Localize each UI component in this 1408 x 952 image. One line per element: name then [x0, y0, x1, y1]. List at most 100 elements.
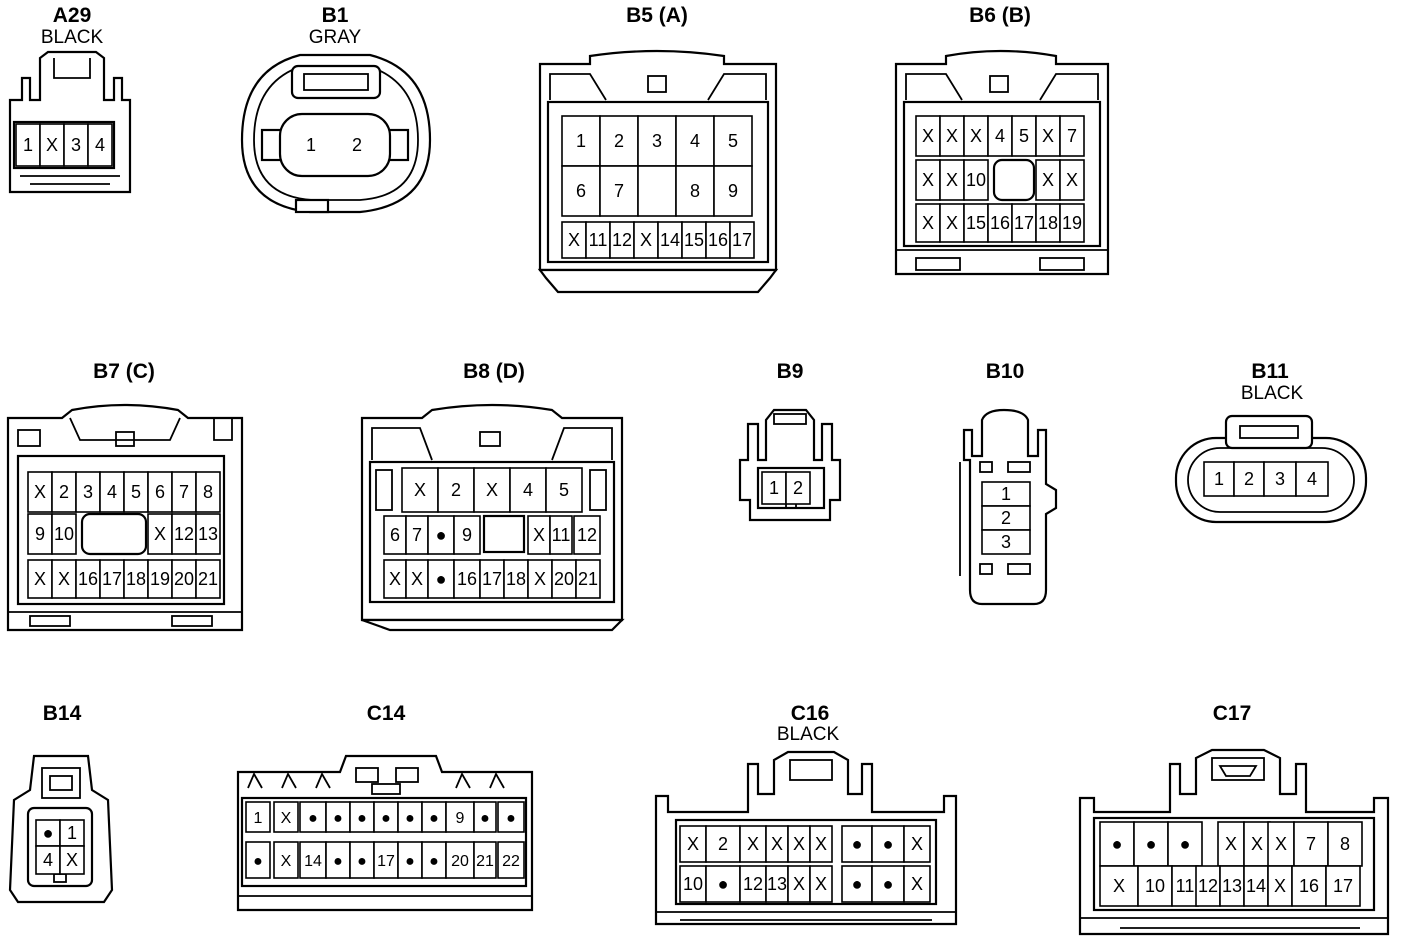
pin-label: X [533, 525, 545, 545]
pin-cell [325, 801, 351, 833]
pin-label: X [389, 569, 401, 589]
pin-label: ● [852, 834, 863, 854]
pin-label: 2 [614, 131, 624, 151]
connector-b10-name: B10 [986, 360, 1025, 383]
pin-label: X [568, 230, 580, 250]
pin-cell [509, 467, 547, 513]
pin-label: 13 [198, 524, 218, 544]
pin-label: 17 [102, 569, 122, 589]
pin-label: 3 [1001, 532, 1011, 552]
pin-label: X [970, 126, 982, 146]
pin-label: X [922, 170, 934, 190]
pin-label: ● [308, 810, 318, 827]
pin-cell [473, 801, 497, 833]
pin-cell [573, 515, 601, 555]
connector-b6-name: B6 (B) [969, 4, 1031, 27]
pin-label: X [922, 126, 934, 146]
pin-cell [273, 841, 299, 879]
pin-cell [841, 825, 873, 863]
pin-cell [171, 471, 197, 513]
pin-cell [1295, 461, 1329, 497]
pin-label: 21 [476, 853, 494, 870]
pin-label: X [793, 834, 805, 854]
pin-label: 4 [95, 135, 105, 155]
pin-label: ● [436, 525, 447, 545]
pin-label: X [640, 230, 652, 250]
pin-label: 14 [304, 853, 322, 870]
pin-label: 3 [1275, 469, 1285, 489]
pin-label: ● [429, 810, 439, 827]
pin-cell [809, 865, 833, 903]
pin-label: X [911, 874, 923, 894]
pin-label: 18 [1038, 213, 1058, 233]
pin-cell [633, 221, 659, 259]
pin-label: 13 [1222, 876, 1242, 896]
pin-cell [729, 221, 755, 259]
connector-b11-color: BLACK [1241, 383, 1304, 404]
pin-label: 4 [995, 126, 1005, 146]
connector-b7-name: B7 (C) [93, 360, 155, 383]
pin-label: X [1113, 876, 1125, 896]
pin-label: 20 [174, 569, 194, 589]
pin-cell [75, 559, 101, 599]
pin-label: 18 [506, 569, 526, 589]
pin-label: X [58, 569, 70, 589]
pin-label: ● [480, 810, 490, 827]
pin-cell [981, 505, 1031, 531]
pin-label: ● [429, 853, 439, 870]
pin-cell [171, 559, 197, 599]
pin-cell [1171, 865, 1199, 907]
pin-label: X [1042, 126, 1054, 146]
pin-label: 11 [552, 525, 571, 545]
pin-label: X [66, 850, 78, 870]
pin-cell [473, 467, 511, 513]
pin-cell [1267, 865, 1293, 907]
pin-label: 3 [71, 135, 81, 155]
pin-label: 16 [78, 569, 98, 589]
pin-cell [15, 123, 41, 167]
pin-label: 14 [1246, 876, 1266, 896]
pin-label: 9 [456, 810, 465, 827]
pin-label: X [1275, 834, 1287, 854]
pin-label: ● [357, 853, 367, 870]
pin-cell [1267, 821, 1295, 867]
pin-cell [705, 865, 741, 903]
pin-label: X [34, 569, 46, 589]
pin-label: ● [43, 823, 54, 843]
pin-cell [273, 801, 299, 833]
pin-label: X [1225, 834, 1237, 854]
pin-label: X [281, 810, 292, 827]
pin-label: 2 [718, 834, 728, 854]
pin-label: X [946, 213, 958, 233]
pin-label: X [815, 834, 827, 854]
pin-label: 17 [1333, 876, 1353, 896]
pin-cell [87, 123, 113, 167]
pin-label: 7 [614, 181, 624, 201]
pin-label: 5 [131, 482, 141, 502]
pin-label: 12 [1198, 876, 1218, 896]
pin-label: X [1251, 834, 1263, 854]
pin-label: 12 [743, 874, 763, 894]
pin-label: 1 [576, 131, 586, 151]
pin-label: 10 [1145, 876, 1165, 896]
pin-label: 1 [67, 823, 77, 843]
pin-label: X [1042, 170, 1054, 190]
pin-label: 1 [306, 135, 316, 155]
pin-cell [299, 841, 327, 879]
pin-cell [325, 841, 351, 879]
pin-label: 10 [966, 170, 986, 190]
pin-cell [51, 513, 77, 555]
pin-label: 6 [390, 525, 400, 545]
pin-label: 1 [23, 135, 33, 155]
pin-label: 16 [990, 213, 1010, 233]
